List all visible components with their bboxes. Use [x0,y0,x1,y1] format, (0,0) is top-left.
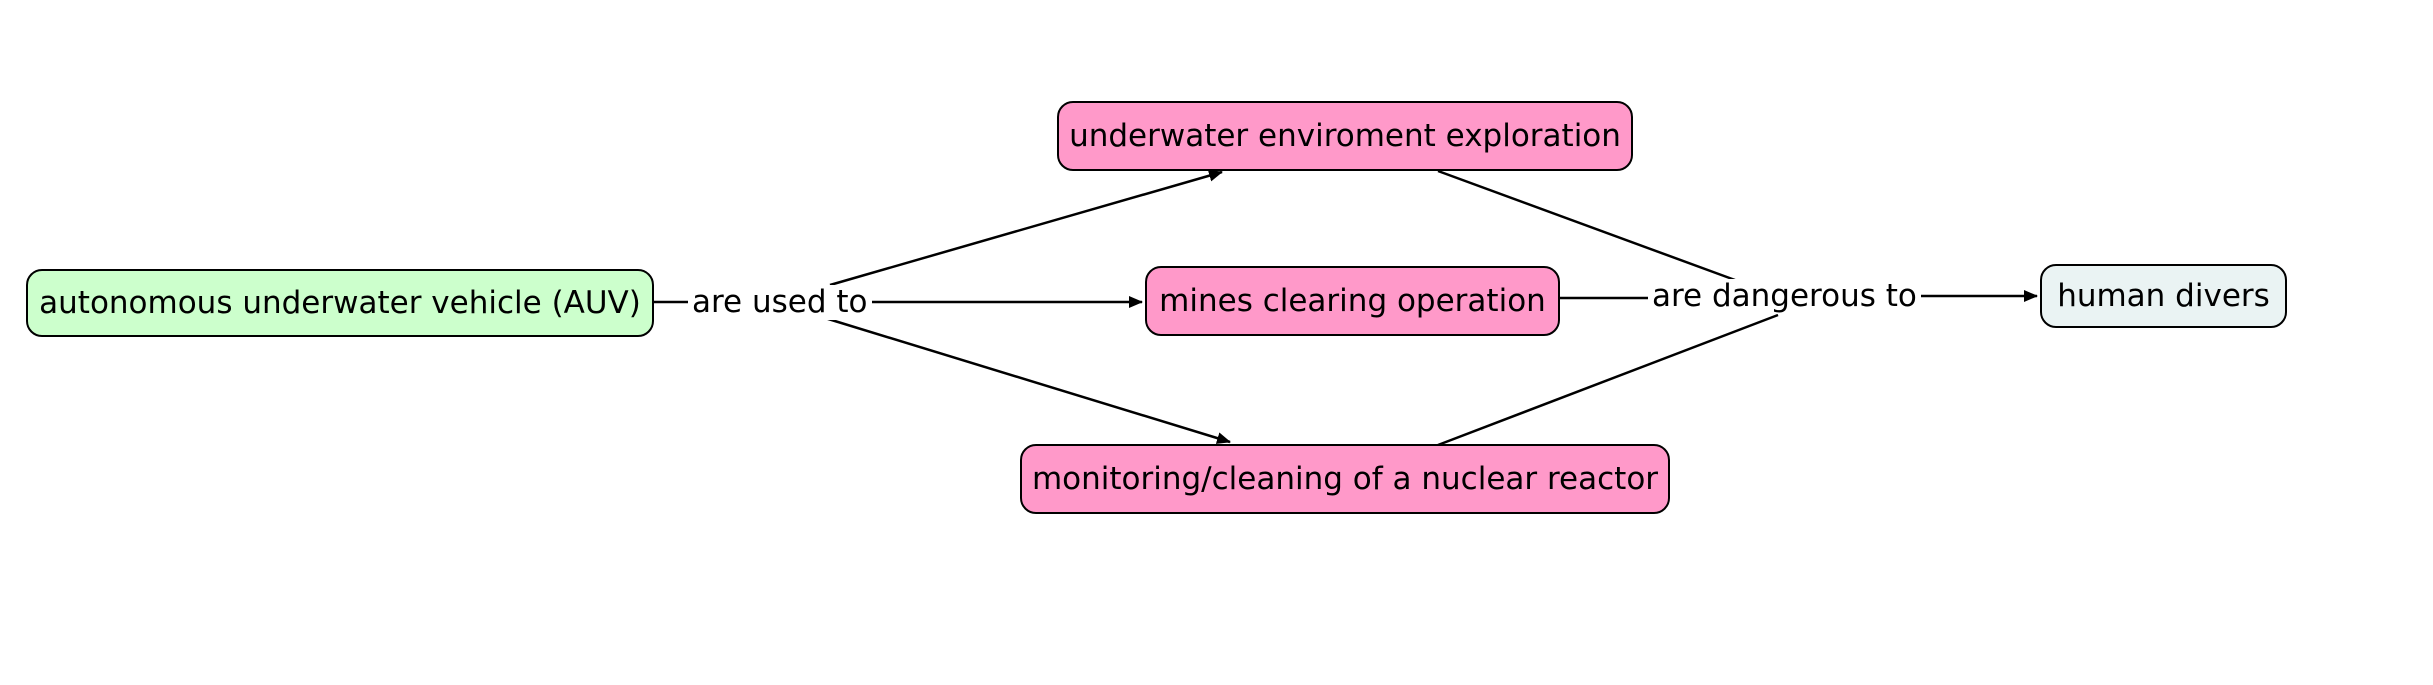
link-label-are-dangerous-to[interactable]: are dangerous to [1648,279,1921,314]
arrow-used-to-exploration [829,169,1223,287]
node-reactor[interactable]: monitoring/cleaning of a nuclear reactor [1020,444,1670,514]
connector-reactor-to-dangerous [1437,313,1779,447]
connector-exploration-to-dangerous [1437,169,1736,282]
arrow-used-to-reactor [824,316,1231,444]
link-label-are-used-to[interactable]: are used to [688,285,872,320]
node-mines[interactable]: mines clearing operation [1145,266,1560,336]
node-auv[interactable]: autonomous underwater vehicle (AUV) [26,269,654,337]
node-human-divers[interactable]: human divers [2040,264,2287,328]
node-exploration[interactable]: underwater enviroment exploration [1057,101,1633,171]
